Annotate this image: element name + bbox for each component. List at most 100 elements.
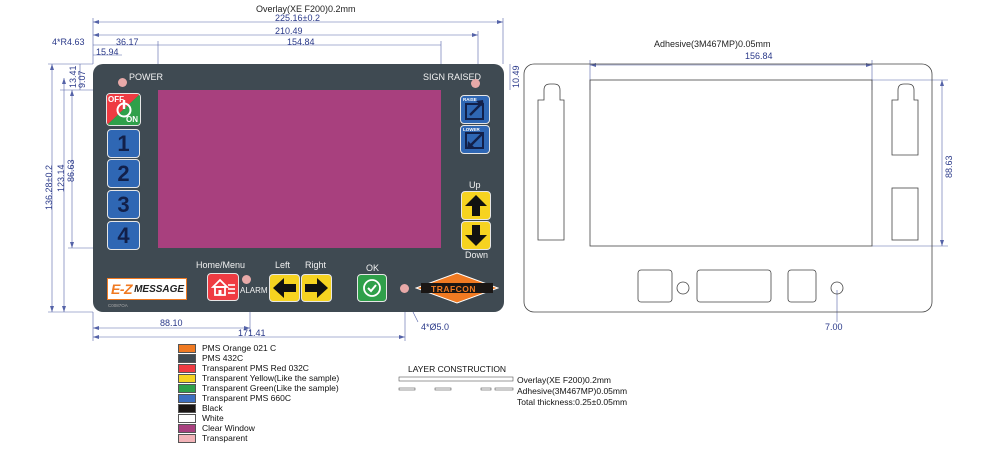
dim-hole: 4*Ø5.0 bbox=[421, 322, 450, 332]
legend-swatch-3 bbox=[178, 373, 196, 383]
on-label: ON bbox=[126, 115, 138, 124]
legend-swatch-7 bbox=[178, 413, 196, 423]
dim-window-height: 86.63 bbox=[66, 159, 76, 182]
raise-label: RAISE bbox=[463, 97, 477, 102]
home-icon bbox=[210, 278, 235, 296]
overlay-title: Overlay(XE F200)0.2mm bbox=[256, 4, 356, 14]
power-icon bbox=[107, 94, 140, 125]
adhesive-dim-hole: 7.00 bbox=[825, 322, 843, 332]
legend-label-9: Transparent bbox=[202, 433, 248, 443]
legend-swatch-5 bbox=[178, 393, 196, 403]
logo-message-text: MESSAGE bbox=[134, 283, 185, 295]
ok-button[interactable] bbox=[357, 274, 387, 302]
dim-bottom-a: 88.10 bbox=[160, 318, 183, 328]
left-label: Left bbox=[275, 260, 291, 270]
layer-diagram bbox=[398, 376, 514, 391]
checkmark-icon bbox=[363, 279, 381, 297]
dim-offset-left: 36.17 bbox=[116, 37, 139, 47]
legend-row-0: PMS Orange 021 C bbox=[178, 343, 276, 353]
legend-swatch-9 bbox=[178, 433, 196, 443]
legend-row-5: Transparent PMS 660C bbox=[178, 393, 291, 403]
part-code: C0087OA bbox=[108, 303, 128, 308]
alarm-label: ALARM bbox=[240, 286, 268, 295]
legend-swatch-8 bbox=[178, 423, 196, 433]
legend-label-1: PMS 432C bbox=[202, 353, 244, 363]
lower-button[interactable]: LOWER bbox=[460, 125, 490, 154]
legend-row-9: Transparent bbox=[178, 433, 248, 443]
home-menu-button[interactable] bbox=[207, 273, 239, 301]
legend-row-1: PMS 432C bbox=[178, 353, 243, 363]
raise-button[interactable]: RAISE bbox=[460, 95, 490, 124]
legend-swatch-0 bbox=[178, 343, 196, 353]
power-label: POWER bbox=[129, 72, 164, 82]
dim-inner-height: 123.14 bbox=[56, 164, 66, 192]
adhesive-drawing bbox=[523, 60, 948, 322]
legend-swatch-1 bbox=[178, 353, 196, 363]
off-label: OFF bbox=[108, 95, 124, 104]
layer-title: LAYER CONSTRUCTION bbox=[408, 364, 507, 374]
legend-row-4: Transparent Green(Like the sample) bbox=[178, 383, 339, 393]
layer-adhesive-label: Adhesive(3M467MP)0.05mm bbox=[517, 386, 628, 396]
arrow-right-icon bbox=[305, 278, 328, 298]
home-menu-label: Home/Menu bbox=[196, 260, 246, 270]
dim-inner-width: 210.49 bbox=[275, 26, 303, 36]
down-label: Down bbox=[465, 250, 489, 260]
number-button-3[interactable]: 3 bbox=[107, 190, 140, 219]
up-label: Up bbox=[469, 180, 481, 190]
raise-arrow-icon bbox=[465, 100, 484, 120]
up-button[interactable] bbox=[461, 191, 491, 220]
alarm-led bbox=[242, 275, 251, 284]
legend-label-4: Transparent Green(Like the sample) bbox=[202, 383, 339, 393]
arrow-up-icon bbox=[465, 195, 487, 216]
legend-label-2: Transparent PMS Red 032C bbox=[202, 363, 309, 373]
dim-corner-radius: 4*R4.63 bbox=[52, 37, 85, 47]
legend-label-6: Black bbox=[202, 403, 223, 413]
legend-label-5: Transparent PMS 660C bbox=[202, 393, 291, 403]
dim-total-width: 225.16±0.2 bbox=[275, 13, 320, 23]
power-led bbox=[118, 78, 127, 87]
adhesive-dim-width: 156.84 bbox=[745, 51, 773, 61]
lower-label: LOWER bbox=[463, 127, 480, 132]
adhesive-title: Adhesive(3M467MP)0.05mm bbox=[654, 39, 771, 49]
dim-top-b: 9.07 bbox=[77, 70, 87, 88]
dim-window-width: 154.84 bbox=[287, 37, 315, 47]
legend-label-7: White bbox=[202, 413, 224, 423]
sign-raised-led bbox=[471, 79, 480, 88]
layer-overlay-label: Overlay(XE F200)0.2mm bbox=[517, 375, 611, 385]
legend-swatch-6 bbox=[178, 403, 196, 413]
legend-row-3: Transparent Yellow(Like the sample) bbox=[178, 373, 339, 383]
display-window bbox=[158, 90, 441, 248]
dim-bottom-b: 171.41 bbox=[238, 328, 266, 338]
legend-swatch-2 bbox=[178, 363, 196, 373]
sign-raised-label: SIGN RAISED bbox=[423, 72, 482, 82]
ez-message-logo: E-Z MESSAGE bbox=[107, 278, 187, 300]
legend-row-8: Clear Window bbox=[178, 423, 255, 433]
left-button[interactable] bbox=[269, 274, 300, 302]
trafcon-logo bbox=[415, 272, 499, 304]
overlay-panel: POWER SIGN RAISED OFF ON 1 2 3 4 RAISE bbox=[93, 64, 504, 312]
hole-marker bbox=[400, 284, 409, 293]
legend-swatch-4 bbox=[178, 383, 196, 393]
arrow-down-icon bbox=[465, 225, 487, 246]
right-label: Right bbox=[305, 260, 327, 270]
dim-total-height: 136.28±0.2 bbox=[44, 165, 54, 210]
adhesive-dim-height: 88.63 bbox=[944, 155, 954, 178]
arrow-left-icon bbox=[273, 278, 296, 298]
number-button-2[interactable]: 2 bbox=[107, 159, 140, 188]
ok-label: OK bbox=[366, 263, 380, 273]
layer-total-thickness: Total thickness:0.25±0.05mm bbox=[517, 397, 628, 407]
dim-small-offset: 15.94 bbox=[96, 47, 119, 57]
logo-ez-text: E-Z bbox=[111, 281, 133, 297]
legend-row-7: White bbox=[178, 413, 224, 423]
power-button[interactable]: OFF ON bbox=[106, 93, 141, 126]
number-button-1[interactable]: 1 bbox=[107, 129, 140, 158]
legend-label-0: PMS Orange 021 C bbox=[202, 343, 277, 353]
lower-arrow-icon bbox=[465, 132, 484, 149]
legend-label-3: Transparent Yellow(Like the sample) bbox=[202, 373, 340, 383]
number-button-4[interactable]: 4 bbox=[107, 221, 140, 250]
trafcon-text: TRAFCON bbox=[431, 284, 477, 294]
legend-label-8: Clear Window bbox=[202, 423, 255, 433]
down-button[interactable] bbox=[461, 221, 491, 250]
legend-row-2: Transparent PMS Red 032C bbox=[178, 363, 309, 373]
right-button[interactable] bbox=[301, 274, 332, 302]
